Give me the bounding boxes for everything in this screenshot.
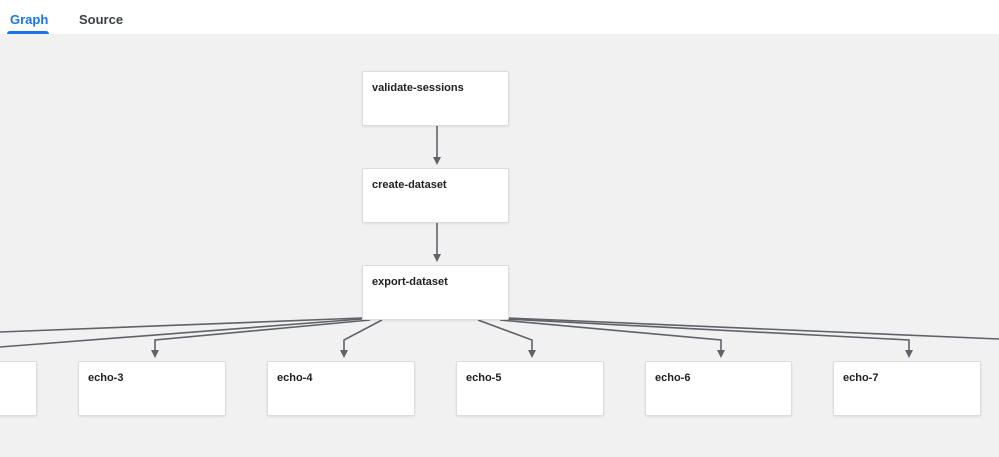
edge-export-to-echo-7 (505, 318, 913, 358)
edge-export-to-echo-3 (151, 319, 371, 358)
node-label: echo-5 (466, 372, 502, 384)
tab-graph[interactable]: Graph (10, 12, 49, 27)
graph-canvas[interactable]: validate-sessions create-dataset export-… (0, 34, 999, 457)
edge-export-to-echo-4 (340, 319, 383, 358)
node-offscreen-left[interactable] (0, 361, 37, 416)
edge-export-to-offscreen-right (507, 317, 999, 340)
node-label: create-dataset (372, 179, 447, 191)
node-echo-5[interactable]: echo-5 (456, 361, 604, 416)
node-label: validate-sessions (372, 82, 464, 94)
edge-export-to-echo-6 (499, 319, 725, 358)
edge-export-to-offscreen-left-2 (0, 318, 363, 348)
edge-export-to-echo-5 (477, 319, 536, 358)
node-echo-4[interactable]: echo-4 (267, 361, 415, 416)
node-label: echo-7 (843, 372, 879, 384)
edge-export-to-offscreen-left-1 (0, 317, 363, 333)
node-echo-3[interactable]: echo-3 (78, 361, 226, 416)
node-validate-sessions[interactable]: validate-sessions (362, 71, 509, 126)
node-echo-6[interactable]: echo-6 (645, 361, 792, 416)
node-export-dataset[interactable]: export-dataset (362, 265, 509, 320)
node-echo-7[interactable]: echo-7 (833, 361, 981, 416)
node-create-dataset[interactable]: create-dataset (362, 168, 509, 223)
tab-source[interactable]: Source (79, 12, 124, 27)
graph-edges (0, 126, 999, 358)
node-label: echo-4 (277, 372, 313, 384)
node-label: echo-6 (655, 372, 691, 384)
active-tab-indicator (7, 31, 49, 34)
tab-bar: Graph Source (0, 0, 999, 34)
node-label: echo-3 (88, 372, 124, 384)
node-label: export-dataset (372, 276, 448, 288)
